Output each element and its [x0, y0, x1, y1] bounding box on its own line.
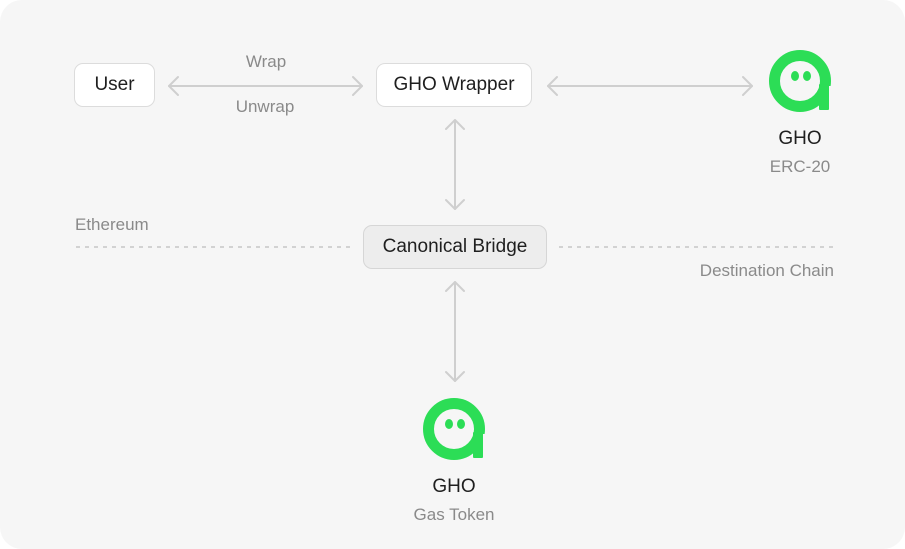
ethereum-zone-label: Ethereum	[75, 215, 149, 234]
destination-chain-zone-label: Destination Chain	[699, 261, 834, 280]
gho-logo-icon	[423, 398, 487, 462]
user-node[interactable]: User	[74, 63, 155, 107]
arrow-bridge-gas	[445, 281, 465, 382]
user-node-label: User	[94, 74, 135, 95]
arrow-user-wrapper	[168, 76, 363, 96]
erc20-token-type: ERC-20	[769, 157, 831, 176]
wrap-label: Wrap	[245, 52, 287, 71]
gho-wrapper-node[interactable]: GHO Wrapper	[376, 63, 532, 107]
gas-token-type: Gas Token	[413, 505, 495, 524]
canonical-bridge-node-label: Canonical Bridge	[382, 236, 528, 257]
gho-logo-icon	[769, 50, 833, 114]
canonical-bridge-node[interactable]: Canonical Bridge	[363, 225, 547, 269]
arrow-wrapper-bridge	[445, 119, 465, 210]
erc20-token-name: GHO	[778, 128, 822, 149]
arrow-wrapper-erc20	[547, 76, 753, 96]
unwrap-label: Unwrap	[235, 97, 295, 116]
gas-token-name: GHO	[432, 476, 476, 497]
gho-wrapper-node-label: GHO Wrapper	[393, 74, 515, 95]
